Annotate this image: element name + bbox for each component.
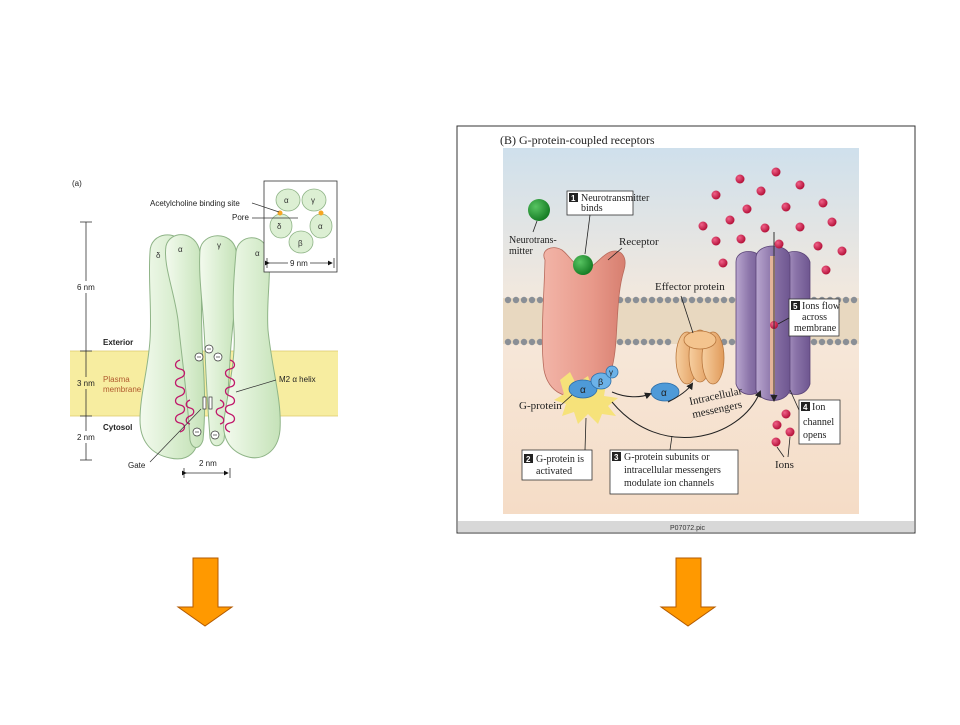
cytosol-label: Cytosol <box>103 423 132 432</box>
step2-callout: 2 G-protein is activated <box>521 417 593 481</box>
inset-scale-label: 9 nm <box>290 259 308 268</box>
inset-gamma: γ <box>311 196 315 205</box>
arrow-down-icon <box>176 557 234 627</box>
ions-extracellular <box>698 167 847 275</box>
gprotein-alpha-label: α <box>580 385 586 396</box>
step4-text-1: Ion <box>812 402 825 413</box>
detached-alpha-label: α <box>661 388 667 399</box>
arrow-down-icon <box>659 557 717 627</box>
m2-helix-right <box>215 359 236 433</box>
exterior-label: Exterior <box>103 338 133 347</box>
step1-number: 1 <box>571 194 576 203</box>
gate-label: Gate <box>128 461 146 470</box>
m2-helix-label: M2 α helix <box>279 375 316 384</box>
m2-helix-left <box>174 359 195 433</box>
plasma-membrane-label-2: membrane <box>103 385 142 394</box>
step2-text-2: activated <box>536 466 572 477</box>
step3-number: 3 <box>614 453 619 462</box>
step5-callout: 5 Ions flow across membrane <box>777 298 841 337</box>
inset-beta: β <box>298 239 303 248</box>
gate-bar-left <box>202 396 207 410</box>
step1-text-2: binds <box>581 203 603 214</box>
image-footer-bar <box>458 521 914 532</box>
step3-text-2: intracellular messengers <box>624 465 721 476</box>
subunit-label-gamma: γ <box>217 241 221 250</box>
image-footer-label: P07072.pic <box>670 525 706 532</box>
step4-callout: 4 Ion channel opens <box>789 389 841 445</box>
pore-width-label: 2 nm <box>199 459 217 468</box>
receptor-subunits <box>139 234 281 460</box>
scale-2nm: 2 nm <box>77 433 95 442</box>
gprotein-beta <box>590 372 612 390</box>
subunit-label-delta: δ <box>156 251 161 260</box>
free-neurotransmitter <box>528 199 550 221</box>
step1-text-1: Neurotransmitter <box>581 193 650 204</box>
step4-text-3: opens <box>803 430 826 441</box>
step5-text-1: Ions flow <box>802 301 841 312</box>
vertical-scale <box>80 221 92 461</box>
receptor-protein <box>541 247 626 398</box>
effector-label: Effector protein <box>655 281 725 293</box>
step4-number: 4 <box>803 403 808 412</box>
neurotransmitter-label-1: Neurotrans- <box>509 235 557 246</box>
receptor-label: Receptor <box>619 236 659 248</box>
pore-label: Pore <box>232 213 249 222</box>
step5-text-2: across <box>802 312 827 323</box>
step2-text-1: G-protein is <box>536 454 584 465</box>
subunit-label-alpha-2: α <box>255 249 260 258</box>
scale-6nm: 6 nm <box>77 283 95 292</box>
effector-protein <box>675 329 725 385</box>
step2-number: 2 <box>526 455 531 464</box>
step3-text-1: G-protein subunits or <box>624 452 710 463</box>
subunit-inset: α γ δ α β 9 nm <box>263 180 338 273</box>
inset-alpha-2: α <box>318 222 323 231</box>
gprotein-gamma-label: γ <box>609 368 613 377</box>
alpha-release-arrow <box>611 391 652 400</box>
detached-alpha <box>650 382 680 402</box>
bound-neurotransmitter <box>573 255 593 275</box>
inset-alpha-1: α <box>284 196 289 205</box>
scale-3nm: 3 nm <box>77 379 95 388</box>
step5-text-3: membrane <box>794 323 837 334</box>
gate-bar-right <box>208 396 213 410</box>
left-figure: (a) 6 nm 3 nm 2 nm Exterior Plasma membr… <box>70 179 338 478</box>
gprotein-label: G-protein <box>519 400 562 412</box>
step3-text-3: modulate ion channels <box>624 478 714 489</box>
messenger-arrow-to-effector <box>667 382 694 403</box>
step3-callout: 3 G-protein subunits or intracellular me… <box>609 435 739 495</box>
gprotein-alpha <box>568 379 598 399</box>
acetylcholine-label: Acetylcholine binding site <box>150 199 240 208</box>
panel-label: (a) <box>72 179 82 188</box>
subunit-label-alpha-1: α <box>178 245 183 254</box>
right-figure: (B) G-protein-coupled receptors α β <box>456 125 916 534</box>
gprotein-gamma <box>605 365 619 379</box>
right-figure-title: (B) G-protein-coupled receptors <box>500 133 655 147</box>
step5-number: 5 <box>793 302 798 311</box>
neurotransmitter-label-2: mitter <box>509 246 534 257</box>
plasma-membrane-label-1: Plasma <box>103 375 130 384</box>
inset-delta: δ <box>277 222 282 231</box>
gprotein-beta-label: β <box>598 377 603 387</box>
ions-intracellular <box>771 409 795 447</box>
step1-callout: 1 Neurotransmitter binds <box>566 190 650 255</box>
ions-label: Ions <box>775 459 794 471</box>
messenger-arrow-to-channel <box>611 390 762 438</box>
pore-width-scale <box>182 468 231 478</box>
step4-text-2: channel <box>803 417 834 428</box>
